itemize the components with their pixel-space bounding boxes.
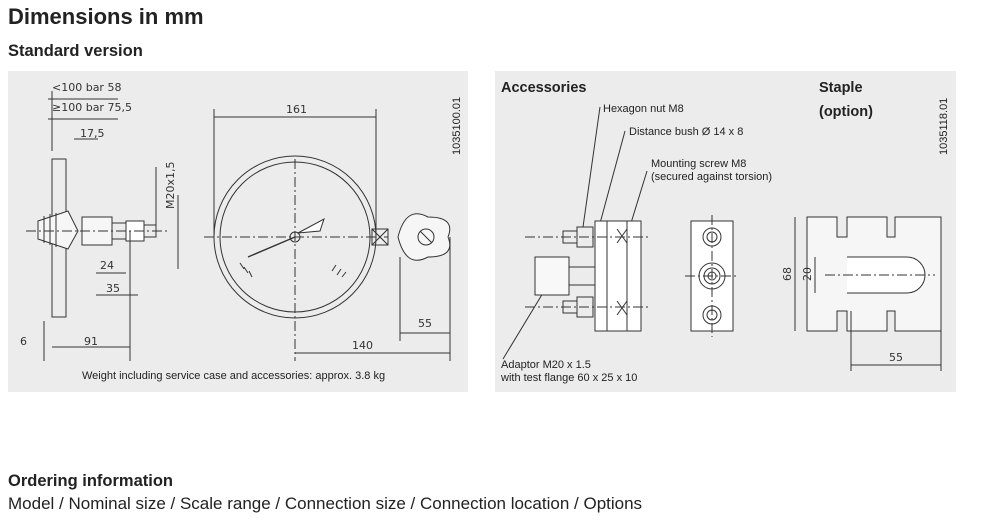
standard-version-drawing: <100 bar 58 ≥100 bar 75,5 17,5 161 M20x1… <box>8 71 468 392</box>
valve-knob <box>397 213 451 261</box>
mount-screw-label-2: (secured against torsion) <box>651 171 772 183</box>
test-flange <box>594 220 642 332</box>
adaptor-label-1: Adaptor M20 x 1.5 <box>501 359 591 371</box>
adaptor-label-2: with test flange 60 x 25 x 10 <box>500 372 637 384</box>
ordering-text: Model / Nominal size / Scale range / Con… <box>8 494 643 513</box>
dim-55: 55 <box>418 317 432 330</box>
dim-68: 68 <box>781 267 794 281</box>
dim-161: 161 <box>286 103 307 116</box>
side-knob <box>37 210 79 250</box>
dim-17-5: 17,5 <box>80 127 105 140</box>
hex-nut-label: Hexagon nut M8 <box>603 103 684 115</box>
standard-version-svg: <100 bar 58 ≥100 bar 75,5 17,5 161 M20x1… <box>20 81 463 382</box>
page-title: Dimensions in mm <box>8 4 204 29</box>
dim-lt100: <100 bar 58 <box>52 81 121 94</box>
doc-number-left: 1035100.01 <box>451 97 463 155</box>
standard-version-heading: Standard version <box>8 42 143 60</box>
weight-caption: Weight including service case and access… <box>82 370 385 382</box>
accessories-title: Accessories <box>501 80 586 96</box>
dim-91: 91 <box>84 335 98 348</box>
dim-m20: M20x1,5 <box>164 162 177 210</box>
accessories-svg: Accessories Staple (option) Hexagon nut … <box>500 80 950 384</box>
dim-ge100: ≥100 bar 75,5 <box>52 101 132 114</box>
dim-35: 35 <box>106 282 120 295</box>
doc-number-right: 1035118.01 <box>938 98 950 155</box>
ordering-heading: Ordering information <box>8 472 173 490</box>
staple-title-1: Staple <box>819 80 863 96</box>
dim-55-staple: 55 <box>889 351 903 364</box>
distance-bush-label: Distance bush Ø 14 x 8 <box>629 126 743 138</box>
dim-24: 24 <box>100 259 114 272</box>
mount-screw-label-1: Mounting screw M8 <box>651 158 746 170</box>
accessories-drawing: Accessories Staple (option) Hexagon nut … <box>495 71 956 392</box>
staple-title-2: (option) <box>819 104 873 120</box>
dim-140: 140 <box>352 339 373 352</box>
dim-20: 20 <box>801 267 814 281</box>
adaptor-body <box>534 256 570 296</box>
dim-6: 6 <box>20 335 27 348</box>
